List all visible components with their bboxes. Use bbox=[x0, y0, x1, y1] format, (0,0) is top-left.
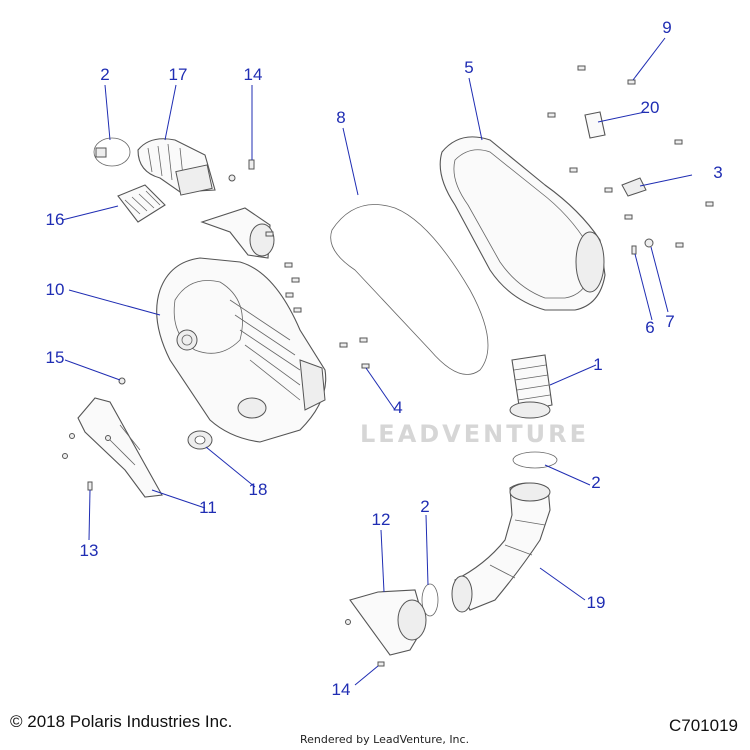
part-air-duct[interactable] bbox=[200, 207, 275, 259]
callout-14-top[interactable]: 14 bbox=[243, 65, 263, 84]
leader-lines bbox=[61, 37, 693, 686]
callout-15[interactable]: 15 bbox=[45, 348, 65, 367]
callout-2-low[interactable]: 2 bbox=[420, 497, 430, 516]
part-bolt-14-top[interactable] bbox=[228, 159, 255, 182]
part-bolts-group-b[interactable] bbox=[547, 65, 714, 248]
part-bolts-group-a[interactable] bbox=[265, 231, 302, 313]
callout-6[interactable]: 6 bbox=[645, 318, 655, 337]
callout-11[interactable]: 11 bbox=[199, 498, 217, 517]
callout-2-mid[interactable]: 2 bbox=[591, 473, 601, 492]
callout-10[interactable]: 10 bbox=[45, 280, 65, 299]
part-bolt-13[interactable] bbox=[87, 481, 93, 491]
callout-8[interactable]: 8 bbox=[336, 108, 346, 127]
callout-3[interactable]: 3 bbox=[713, 163, 723, 182]
part-belt-8[interactable] bbox=[330, 204, 489, 375]
callout-7[interactable]: 7 bbox=[665, 312, 675, 331]
callout-20[interactable]: 20 bbox=[640, 98, 660, 117]
part-nut-7[interactable] bbox=[644, 238, 654, 248]
callout-5[interactable]: 5 bbox=[464, 58, 474, 77]
callout-19[interactable]: 19 bbox=[586, 593, 606, 612]
callout-12[interactable]: 12 bbox=[371, 510, 391, 529]
watermark: LEADVENTURE bbox=[360, 420, 589, 448]
part-outer-cover-5[interactable] bbox=[439, 136, 606, 311]
part-clamp-2-mid[interactable] bbox=[512, 451, 558, 469]
part-filter-16[interactable] bbox=[117, 184, 166, 223]
callout-4[interactable]: 4 bbox=[393, 398, 403, 417]
callout-16[interactable]: 16 bbox=[45, 210, 65, 229]
diagram-code: C701019 bbox=[668, 716, 738, 735]
part-bolt-14-low[interactable] bbox=[377, 661, 385, 667]
part-bolt-15[interactable] bbox=[118, 377, 126, 385]
callout-13[interactable]: 13 bbox=[79, 541, 99, 560]
render-credit: Rendered by LeadVenture, Inc. bbox=[300, 733, 470, 746]
part-pin-6[interactable] bbox=[631, 245, 637, 255]
part-label-20[interactable] bbox=[584, 111, 606, 139]
part-washer-18[interactable] bbox=[187, 430, 213, 450]
callout-1[interactable]: 1 bbox=[593, 355, 603, 374]
part-intake-boot-17[interactable] bbox=[137, 138, 216, 196]
callout-9[interactable]: 9 bbox=[662, 18, 672, 37]
callout-14-low[interactable]: 14 bbox=[331, 680, 351, 699]
callout-2-top[interactable]: 2 bbox=[100, 65, 110, 84]
part-inlet-1[interactable] bbox=[509, 354, 553, 419]
callout-17[interactable]: 17 bbox=[168, 65, 188, 84]
part-duct-19[interactable] bbox=[451, 482, 551, 613]
copyright-text: © 2018 Polaris Industries Inc. bbox=[10, 712, 233, 731]
part-inner-cover-10[interactable] bbox=[156, 257, 327, 443]
part-shield-11[interactable] bbox=[62, 397, 163, 498]
callout-18[interactable]: 18 bbox=[248, 480, 268, 499]
part-clamp-2-low[interactable] bbox=[421, 583, 439, 617]
part-bolts-4[interactable] bbox=[339, 337, 370, 369]
part-clamp-2-top[interactable] bbox=[93, 137, 131, 167]
part-outlet-12[interactable] bbox=[345, 589, 427, 656]
part-decal-3[interactable] bbox=[621, 177, 647, 197]
